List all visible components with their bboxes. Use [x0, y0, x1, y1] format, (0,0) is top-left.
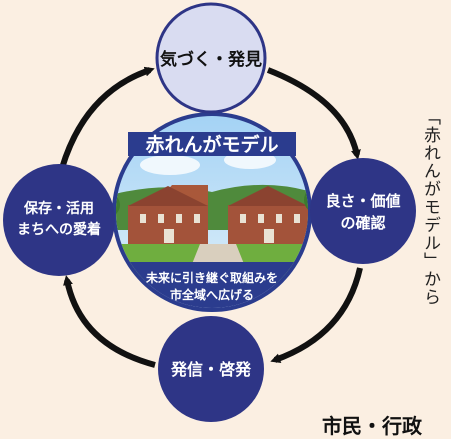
arrow-right-to-bottom: [270, 267, 363, 364]
node-right-label-line2: の確認: [340, 214, 385, 232]
center-caption-line1: 未来に引き継ぐ取組みを: [145, 270, 278, 285]
node-left: 保存・活用 まちへの愛着: [3, 164, 115, 276]
node-left-label-line2: まちへの愛着: [17, 221, 101, 238]
node-bottom-label: 発信・啓発: [170, 360, 252, 379]
node-right-label-line1: 良さ・価値: [325, 192, 400, 210]
arrow-top-to-right: [266, 67, 361, 160]
node-right: 良さ・価値 の確認: [310, 158, 416, 264]
arrow-left-to-top: [59, 66, 155, 169]
center-title: 赤れんがモデル: [145, 133, 278, 156]
arrow-bottom-to-left: [63, 275, 156, 368]
node-top: 気づく・発見: [155, 2, 267, 114]
cycle-diagram: 赤れんがモデル 未来に引き継ぐ取組みを 市全域へ広げる 気づく・発見 良さ・価値…: [3, 2, 416, 422]
bottom-fragment-text: 市民・行政: [322, 414, 422, 438]
node-bottom: 発信・啓発: [158, 316, 264, 422]
center-circle: 赤れんがモデル 未来に引き継ぐ取組みを 市全域へ広げる: [112, 112, 312, 312]
cycle-arrows: [59, 66, 363, 368]
center-caption-line2: 市全域へ広げる: [170, 287, 254, 302]
node-left-label-line1: 保存・活用: [23, 200, 94, 217]
node-top-label: 気づく・発見: [159, 49, 262, 70]
side-note-vertical: 「赤れんがモデル」から: [420, 108, 440, 306]
